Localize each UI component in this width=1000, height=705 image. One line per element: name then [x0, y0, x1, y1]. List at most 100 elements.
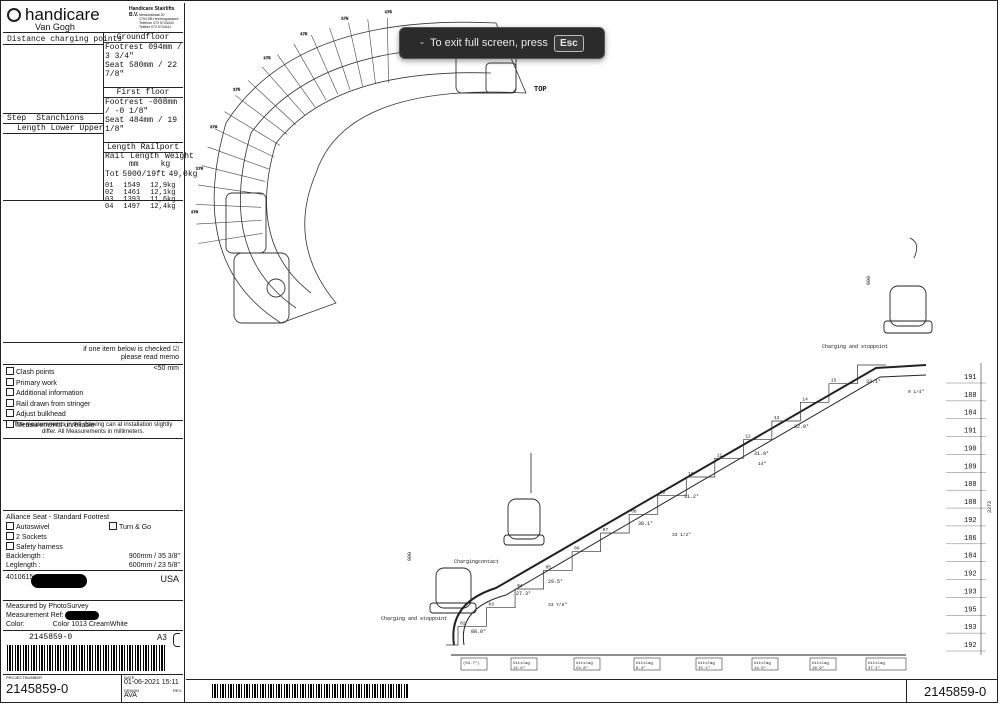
project-barcode [7, 645, 167, 671]
offset-label: Uitslag [868, 661, 885, 666]
company-address: Newtonstraat 20 1704 SB Heerhugowaard Te… [139, 13, 179, 29]
arc-label: 170 [210, 126, 218, 130]
angle-label: 88.0° [471, 629, 486, 635]
step-number: 13 [774, 415, 780, 421]
distance-title: Distance charging points [7, 35, 123, 44]
rail-tick [261, 66, 306, 116]
checkbox[interactable] [6, 409, 14, 418]
checkbox[interactable] [6, 388, 14, 397]
checklist-item[interactable]: Clash points [6, 367, 180, 378]
checklist-item[interactable]: Measurements unreliable [6, 419, 180, 431]
rail-tick [224, 111, 281, 146]
toast-text: To exit full screen, press [429, 37, 548, 49]
riser-height: 191 [964, 374, 977, 382]
bottom-barcode [212, 684, 408, 698]
riser-height: 186 [964, 535, 977, 543]
fullscreen-exit-toast: - To exit full screen, press Esc [399, 27, 605, 59]
dimension-label: 33 7/8" [548, 602, 567, 608]
barcode-block: 2145859-0 A3 [3, 631, 183, 675]
step-number: 14 [802, 396, 808, 402]
dimension-label: 14" [758, 461, 766, 467]
checkbox[interactable] [6, 398, 14, 407]
redacted-ref [65, 611, 99, 620]
step-number: 10 [688, 471, 694, 477]
svg-text:900: 900 [407, 552, 413, 561]
disclaimer: The measurements in the drawing can at i… [3, 421, 183, 439]
offset-label: Uitslag [754, 661, 771, 666]
rail-tick [235, 95, 288, 135]
svg-text:Charging and stoppoint: Charging and stoppoint [381, 616, 447, 622]
offset-box [633, 657, 661, 671]
angle-label: 27.3° [516, 591, 531, 597]
svg-text:900: 900 [866, 276, 872, 285]
riser-height: 188 [964, 392, 977, 400]
sockets-checkbox[interactable] [6, 532, 14, 540]
offset-label: Uitslag [636, 661, 653, 666]
arc-label: 175 [300, 33, 308, 37]
riser-height: 190 [964, 445, 977, 453]
checklist-item[interactable]: Additional information [6, 388, 180, 399]
offset-label: Uitslag [812, 661, 829, 666]
checklist: if one item below is checked ☑ please re… [3, 343, 183, 429]
step-number: 09 [660, 490, 666, 496]
riser-height: 193 [964, 588, 977, 596]
memo-area [3, 201, 183, 343]
rail-tick [293, 43, 327, 101]
arc-label: 175 [385, 11, 393, 15]
checklist-item[interactable]: Rail drawn from stringer [6, 398, 180, 410]
esc-key-badge[interactable]: Esc [553, 34, 584, 52]
angle-label: 31.2° [684, 494, 699, 500]
turn-go-checkbox[interactable] [109, 522, 117, 530]
project-number: 2145859-0 [6, 681, 69, 696]
offset-label: 15.1" [698, 666, 710, 671]
arc-label: 170 [191, 211, 199, 215]
riser-height: 192 [964, 517, 977, 525]
dimension-label: 33 1/2" [672, 532, 691, 538]
angle-label: 29.5° [548, 579, 563, 585]
angle-label: 32.9° [794, 424, 809, 430]
stair-profile [446, 364, 886, 646]
offset-box [573, 657, 601, 671]
offset-box [809, 657, 837, 671]
redacted-block [31, 574, 87, 588]
rail-tick [207, 146, 269, 170]
offset-box [460, 657, 488, 671]
riser-height: 191 [964, 428, 977, 436]
arc-label: 175 [341, 17, 349, 21]
rail-tick [201, 165, 265, 182]
top-label: TOP [534, 86, 547, 94]
checkbox[interactable] [6, 367, 14, 375]
riser-height: 189 [964, 463, 977, 471]
offset-label: 12.6" [513, 666, 525, 671]
offset-box [751, 657, 779, 671]
order-row: 4010615 USA [3, 571, 183, 601]
offset-label: Uitslag [576, 661, 593, 666]
offset-label: 14.6" [754, 666, 766, 671]
arc-label: 175 [233, 88, 241, 92]
rail-tick [277, 54, 316, 108]
harness-checkbox[interactable] [6, 542, 14, 550]
rail-tick [247, 80, 296, 125]
brand-subtitle: Van Gogh [35, 22, 75, 32]
checklist-item[interactable]: Adjust bulkhead [6, 409, 180, 420]
checklist-item[interactable]: Primary work [6, 377, 180, 389]
checkbox[interactable] [6, 419, 14, 428]
arc-label: 175 [264, 57, 272, 61]
rail-tick [198, 233, 263, 244]
riser-height: 188 [964, 499, 977, 507]
title-block: handicare Van Gogh Handicare Stairlifts … [3, 3, 198, 703]
angle-label: 31.9° [754, 451, 769, 457]
checkbox[interactable] [6, 377, 14, 386]
autoswivel-checkbox[interactable] [6, 522, 14, 530]
brand-logo-icon [7, 8, 21, 22]
brand-name: handicare [25, 5, 100, 24]
rail-tick [387, 18, 389, 84]
